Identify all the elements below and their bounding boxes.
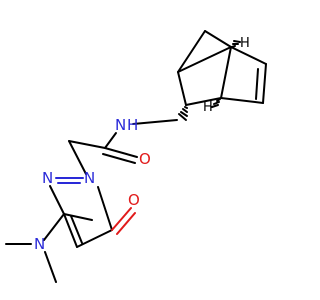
bond-c5-c6	[76, 229, 113, 248]
bond-bridge-b	[204, 30, 232, 48]
bond-c6-n1	[97, 186, 113, 231]
bond-c3-nme2	[43, 213, 65, 241]
molecule-structure: H H N H O N N O N	[5, 30, 267, 283]
bond-c3-c2	[177, 71, 187, 106]
stereo-hash-bottom	[211, 98, 221, 108]
dimethyl-n-label: N	[34, 235, 45, 253]
bond-nme-down	[44, 251, 57, 283]
bond-c4-c5-inner	[70, 215, 83, 244]
bond-bh-top-c6	[230, 46, 267, 65]
bond-ch2-ring-n1	[68, 140, 87, 175]
bond-c3-c4	[63, 213, 93, 221]
bond-bh-bottom-c3	[185, 97, 222, 106]
amide-h-label: H	[127, 116, 138, 134]
bond-co-2	[102, 153, 136, 164]
bond-c4-c5	[63, 213, 78, 248]
amide-n-label: N	[115, 116, 126, 134]
bond-carbonyl-ch2	[68, 140, 106, 149]
ring-n1-label: N	[84, 169, 95, 187]
ring-o-label: O	[128, 191, 140, 209]
stereo-h-top-label: H	[240, 36, 250, 51]
bond-ring-co-1	[111, 207, 132, 231]
structure-canvas: H H N H O N N O N	[0, 29, 267, 283]
carbonyl-o-label: O	[139, 150, 151, 168]
bond-c6-c5-inner	[255, 68, 259, 100]
stereo-hash-ch2	[178, 106, 188, 121]
bond-co-1	[104, 147, 138, 158]
bond-bh-top-bh-bottom	[220, 46, 232, 99]
ring-n2-label: N	[42, 169, 53, 187]
bond-c2-bh-top	[177, 46, 232, 73]
bond-ch2-nh	[132, 119, 178, 125]
stereo-h-bottom-label: H	[203, 100, 213, 115]
bond-c5-bh-bottom	[220, 97, 264, 104]
bond-bridge-a	[177, 30, 206, 73]
stereo-hash-top	[231, 40, 241, 48]
bond-n2-c3	[49, 185, 65, 215]
bond-nh-carbonyl	[104, 132, 117, 149]
bond-c6-c5	[262, 63, 267, 104]
bond-ring-co-2	[116, 212, 136, 235]
